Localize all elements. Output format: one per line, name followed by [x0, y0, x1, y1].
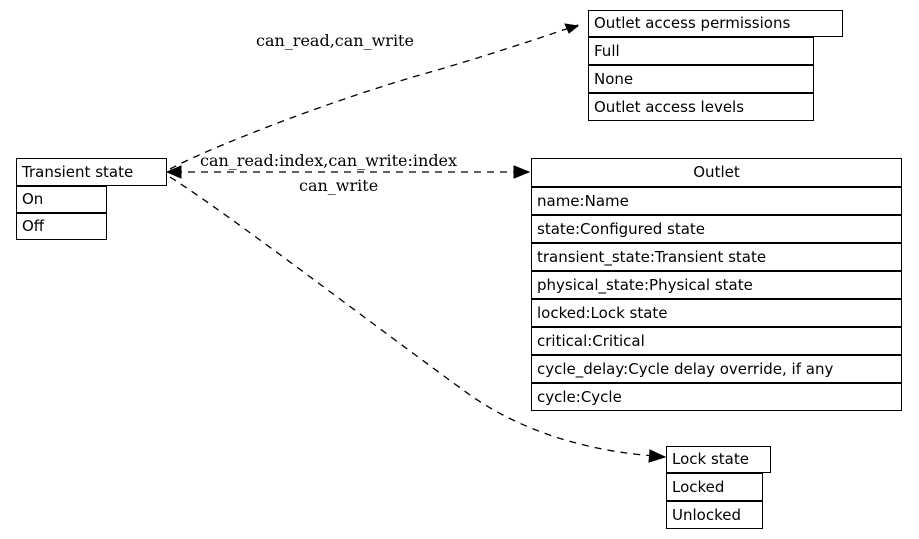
edge-label-index-permissions: can_read:index,can_write:index — [200, 151, 458, 170]
entity-outlet-row-3: physical_state:Physical state — [531, 271, 902, 299]
entity-outlet-access-permissions-row-1: None — [588, 65, 814, 93]
entity-outlet-access-permissions-title: Outlet access permissions — [588, 10, 843, 37]
entity-transient-state-row-0: On — [16, 186, 107, 213]
entity-outlet-access-permissions-row-0: Full — [588, 37, 814, 65]
entity-outlet-access-permissions-row-2: Outlet access levels — [588, 93, 814, 121]
entity-outlet-row-4: locked:Lock state — [531, 299, 902, 327]
entity-outlet-title: Outlet — [531, 158, 902, 187]
entity-lock-state-row-0: Locked — [666, 473, 763, 501]
edge-label-can-read-can-write: can_read,can_write — [256, 31, 414, 50]
entity-outlet-row-5: critical:Critical — [531, 327, 902, 355]
entity-outlet-row-6: cycle_delay:Cycle delay override, if any — [531, 355, 902, 383]
entity-lock-state-title: Lock state — [666, 446, 771, 473]
edge-label-can-write: can_write — [299, 176, 379, 195]
entity-outlet-row-7: cycle:Cycle — [531, 383, 902, 411]
entity-outlet-row-2: transient_state:Transient state — [531, 243, 902, 271]
entity-transient-state-title: Transient state — [16, 158, 167, 186]
entity-outlet-row-0: name:Name — [531, 187, 902, 215]
entity-lock-state-row-1: Unlocked — [666, 501, 763, 529]
entity-transient-state-row-1: Off — [16, 213, 107, 240]
entity-outlet-row-1: state:Configured state — [531, 215, 902, 243]
